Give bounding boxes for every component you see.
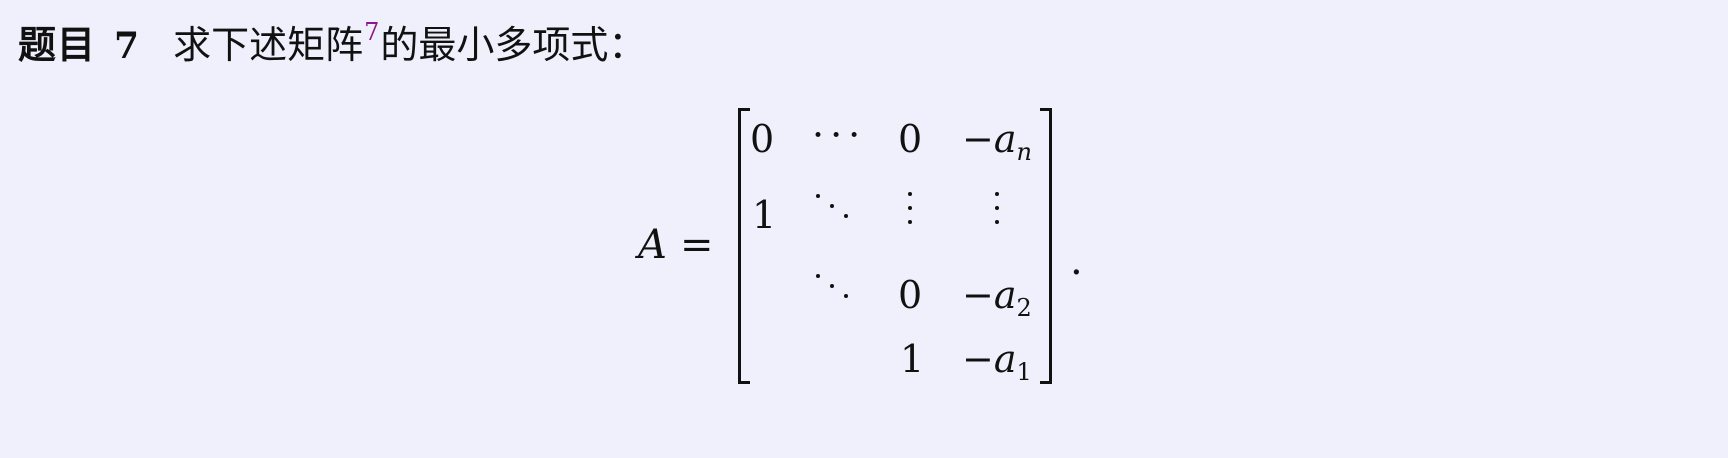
- matrix-r3-c3: 0: [898, 273, 923, 317]
- matrix-r2-c2-ddots: [816, 192, 852, 222]
- matrix-r1-c2: ···: [812, 113, 867, 157]
- matrix-r4-c4-sub: 1: [1016, 358, 1032, 386]
- matrix-r4-c3: 1: [900, 337, 925, 381]
- problem-text-before: 求下述矩阵: [173, 23, 364, 67]
- matrix-r3-c4-sub: 2: [1016, 294, 1032, 322]
- problem-number: 7: [114, 25, 140, 67]
- matrix-left-bracket: [738, 108, 750, 384]
- matrix-r2-c3-vdots: [906, 192, 914, 228]
- matrix-right-bracket: [1040, 108, 1052, 384]
- matrix-r4-c4: −a1: [962, 337, 1032, 384]
- matrix-r2-c1: 1: [752, 193, 777, 237]
- problem-label: 题目: [18, 22, 97, 67]
- problem-statement: 题目 7 求下述矩阵 7 的最小多项式：: [18, 14, 646, 74]
- matrix-r1-c4: −an: [962, 117, 1032, 164]
- matrix-r1-c4-sign: −: [962, 117, 994, 161]
- matrix-r1-c3: 0: [898, 117, 923, 161]
- matrix-r4-c4-var: a: [993, 337, 1017, 381]
- matrix-r2-c4-vdots: [993, 192, 1001, 228]
- matrix-r3-c2-ddots: [816, 272, 852, 302]
- matrix-r3-c4-sign: −: [962, 273, 994, 317]
- problem-text-after: 的最小多项式：: [380, 23, 647, 67]
- footnote-marker[interactable]: 7: [364, 18, 380, 46]
- matrix-r1-c4-var: a: [993, 117, 1017, 161]
- matrix-r4-c4-sign: −: [962, 337, 994, 381]
- matrix-r3-c4: −a2: [962, 273, 1032, 320]
- equals-sign: =: [680, 222, 714, 268]
- matrix-r1-c4-sub: n: [1016, 138, 1032, 166]
- equation-lhs: A: [638, 222, 667, 268]
- matrix-r1-c1: 0: [750, 117, 775, 161]
- matrix-r3-c4-var: a: [993, 273, 1017, 317]
- equation-period: .: [1070, 238, 1083, 284]
